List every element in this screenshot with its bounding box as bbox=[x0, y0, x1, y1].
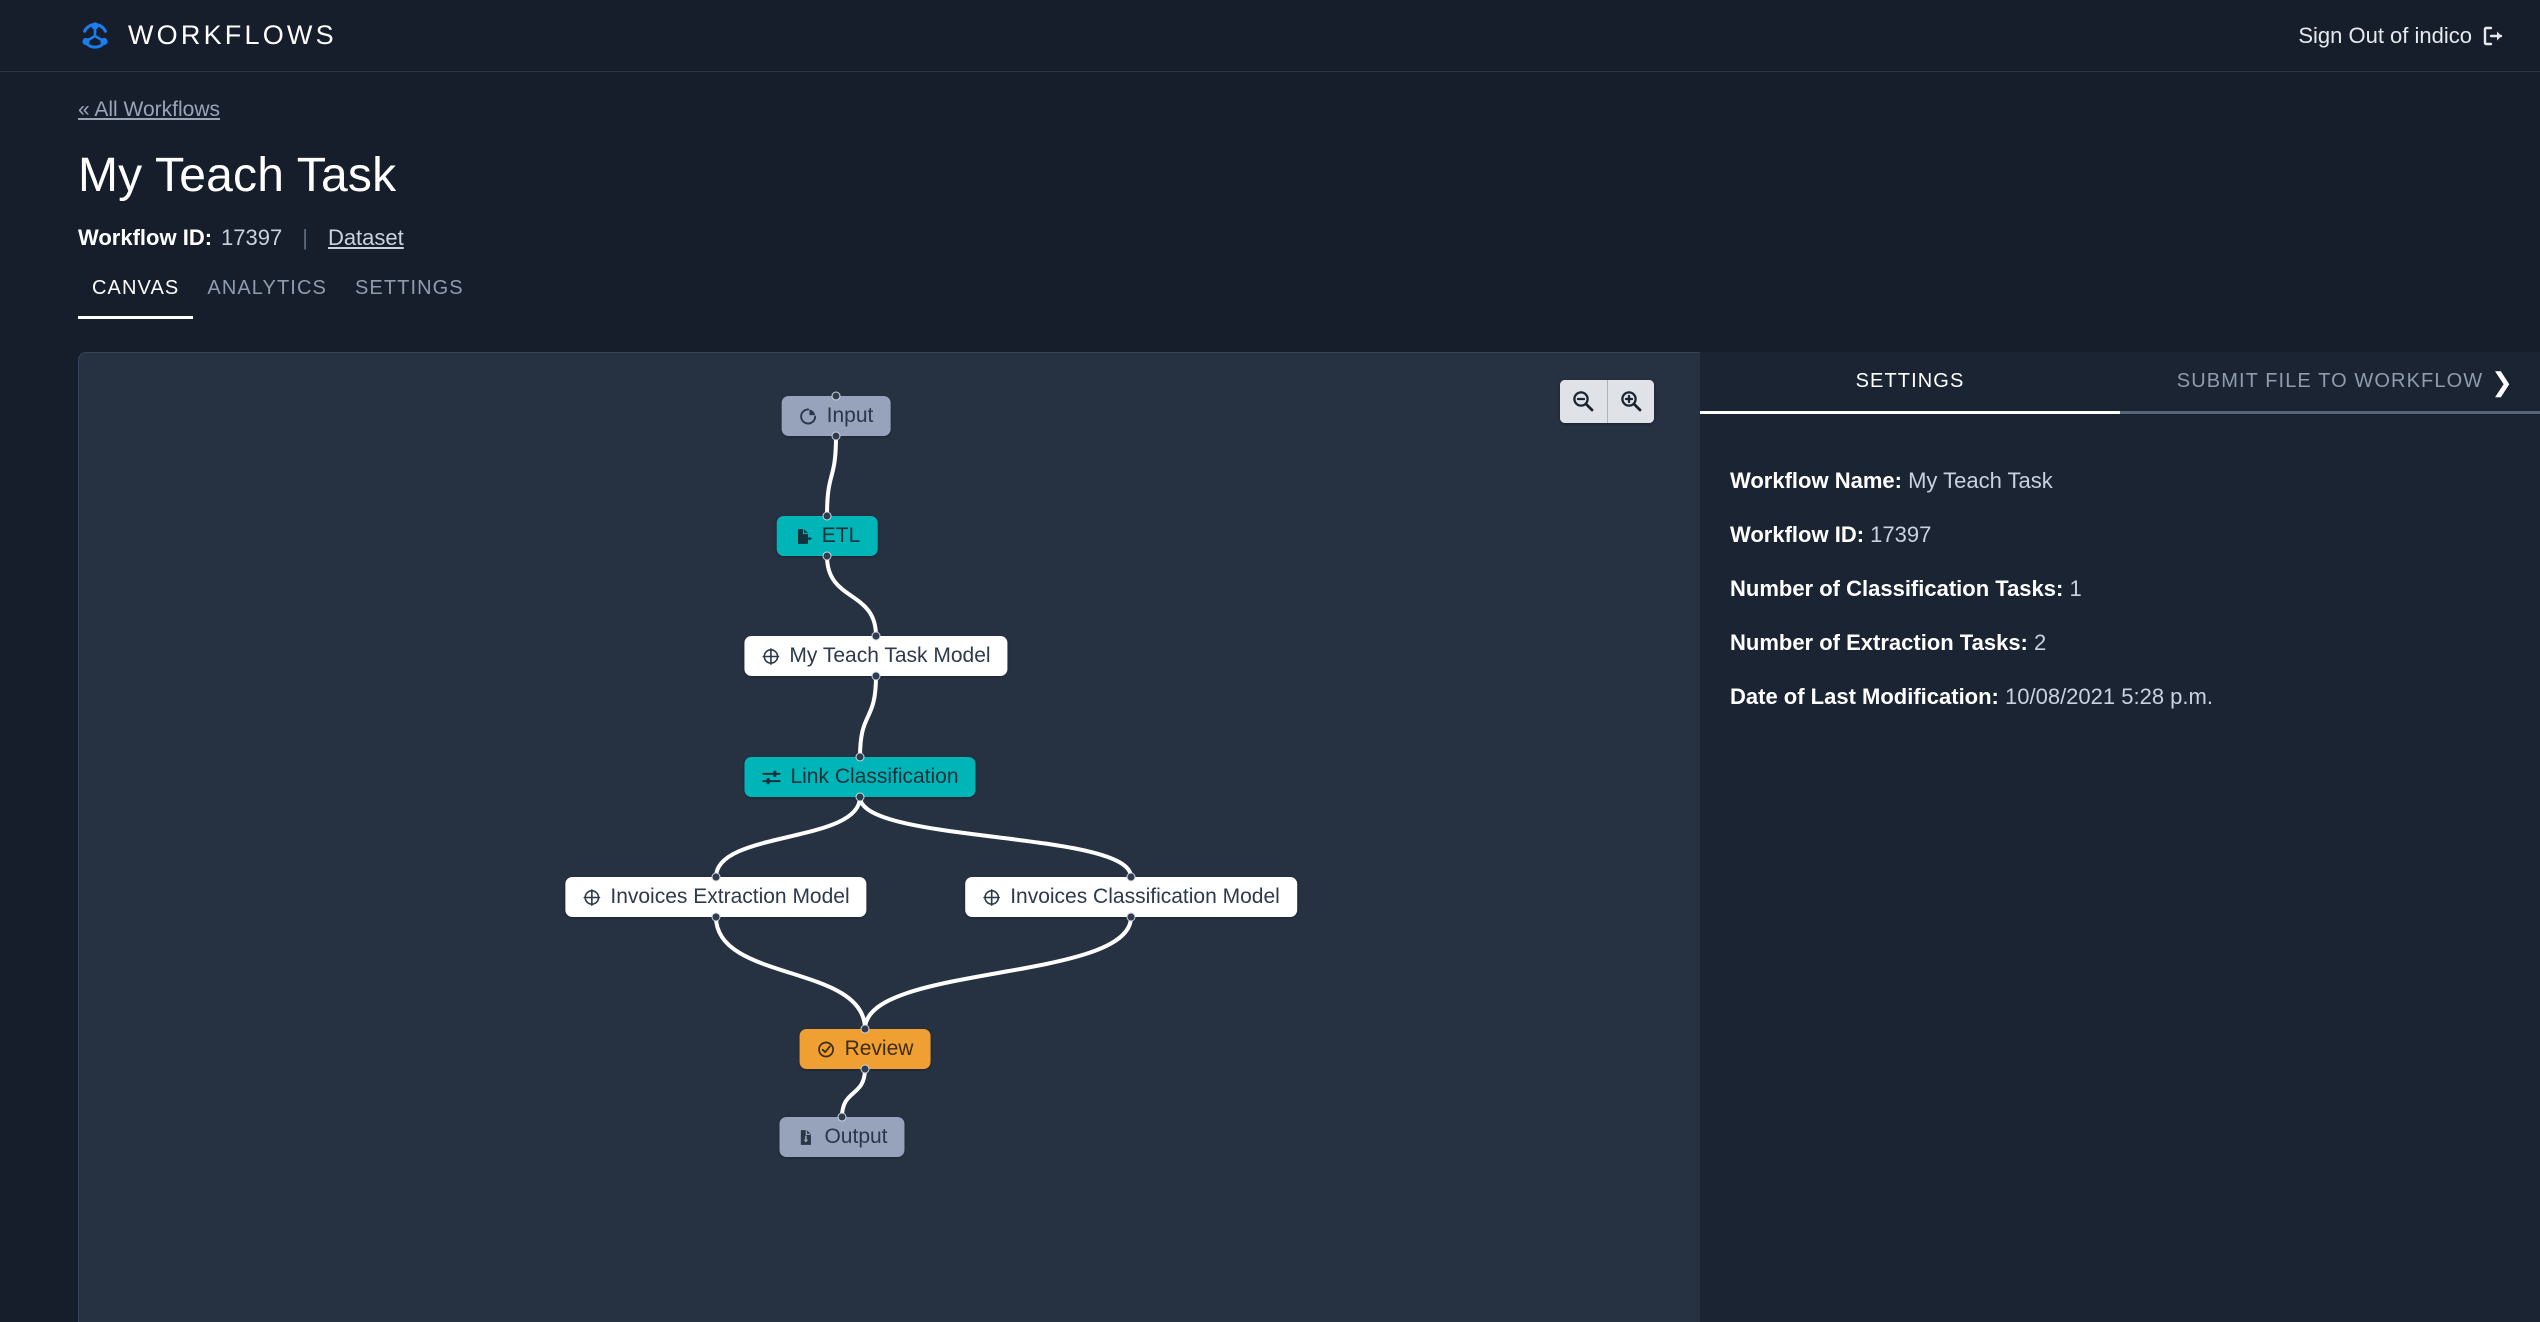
workflow-edges bbox=[714, 434, 1133, 1119]
detail-value: My Teach Task bbox=[1908, 468, 2053, 493]
node-handle-link-bot[interactable] bbox=[855, 792, 865, 802]
node-handle-classify-top[interactable] bbox=[1126, 872, 1136, 882]
workflow-edge bbox=[714, 795, 862, 879]
canvas-node-label: Invoices Classification Model bbox=[1010, 885, 1280, 908]
node-handle-etl-top[interactable] bbox=[822, 511, 832, 521]
meta-separator: | bbox=[302, 225, 308, 250]
node-handle-teach-bot[interactable] bbox=[871, 671, 881, 681]
canvas-node-label: Link Classification bbox=[790, 765, 959, 788]
zoom-in-button[interactable] bbox=[1607, 380, 1654, 423]
target-plus-icon bbox=[582, 888, 601, 907]
detail-workflow-id: Workflow ID: 17397 bbox=[1730, 522, 2540, 548]
node-handle-extraction-bot[interactable] bbox=[711, 912, 721, 922]
brand[interactable]: WORKFLOWS bbox=[78, 19, 337, 53]
node-handle-extraction-top[interactable] bbox=[711, 872, 721, 882]
node-handle-link-top[interactable] bbox=[855, 752, 865, 762]
canvas-node-label: Output bbox=[824, 1125, 888, 1148]
detail-workflow-name: Workflow Name: My Teach Task bbox=[1730, 468, 2540, 494]
sliders-icon bbox=[761, 768, 781, 787]
top-bar: WORKFLOWS Sign Out of indico bbox=[0, 0, 2540, 72]
sign-out-icon bbox=[2482, 25, 2504, 47]
detail-value: 2 bbox=[2034, 630, 2047, 655]
target-plus-icon bbox=[761, 647, 780, 666]
workflow-edge bbox=[714, 915, 867, 1031]
detail-key: Number of Classification Tasks: bbox=[1730, 576, 2064, 601]
canvas-node-etl[interactable]: ETL bbox=[776, 516, 878, 556]
canvas-node-output[interactable]: Output bbox=[779, 1117, 905, 1157]
zoom-controls bbox=[1560, 380, 1654, 423]
canvas-node-label: ETL bbox=[821, 524, 861, 547]
detail-key: Workflow ID: bbox=[1730, 522, 1865, 547]
canvas-node-extraction[interactable]: Invoices Extraction Model bbox=[565, 877, 867, 917]
detail-value: 17397 bbox=[1870, 522, 1932, 547]
sign-out-button[interactable]: Sign Out of indico bbox=[2298, 23, 2504, 49]
canvas-node-label: Input bbox=[826, 404, 874, 427]
detail-last-modification: Date of Last Modification: 10/08/2021 5:… bbox=[1730, 684, 2540, 710]
file-download-icon bbox=[796, 1128, 815, 1147]
node-handle-teach-top[interactable] bbox=[871, 631, 881, 641]
canvas-node-link[interactable]: Link Classification bbox=[744, 757, 976, 797]
tab-analytics[interactable]: ANALYTICS bbox=[207, 277, 327, 299]
canvas-node-classify[interactable]: Invoices Classification Model bbox=[965, 877, 1297, 917]
node-handle-etl-bot[interactable] bbox=[822, 551, 832, 561]
page-header: « All Workflows My Teach Task Workflow I… bbox=[0, 72, 2540, 319]
check-circle-icon bbox=[817, 1040, 836, 1059]
node-handle-input-top[interactable] bbox=[831, 391, 841, 401]
node-handle-output-top[interactable] bbox=[837, 1112, 847, 1122]
tab-canvas[interactable]: CANVAS bbox=[78, 277, 194, 319]
canvas-node-label: Invoices Extraction Model bbox=[610, 885, 850, 908]
workflow-meta: Workflow ID: 17397 | Dataset bbox=[78, 225, 2462, 251]
canvas-node-label: My Teach Task Model bbox=[789, 644, 991, 667]
workflow-edge bbox=[840, 1067, 867, 1119]
detail-classification-tasks: Number of Classification Tasks: 1 bbox=[1730, 576, 2540, 602]
detail-value: 10/08/2021 5:28 p.m. bbox=[2005, 684, 2213, 709]
brand-title: WORKFLOWS bbox=[128, 20, 337, 50]
chevron-right-icon: ❯ bbox=[2491, 366, 2514, 397]
panel-tab-submit-file-label: SUBMIT FILE TO WORKFLOW bbox=[2176, 370, 2484, 392]
workflow-id-value: 17397 bbox=[221, 225, 283, 250]
canvas-node-review[interactable]: Review bbox=[799, 1029, 931, 1069]
breadcrumb-all-workflows[interactable]: « All Workflows bbox=[78, 98, 220, 121]
zoom-out-button[interactable] bbox=[1560, 380, 1607, 423]
workflow-id-label: Workflow ID: bbox=[78, 225, 213, 250]
file-export-icon bbox=[794, 527, 813, 546]
settings-panel: SETTINGS SUBMIT FILE TO WORKFLOW ❯ Workf… bbox=[1700, 352, 2540, 1322]
workflow-edge bbox=[858, 795, 1133, 879]
detail-value: 1 bbox=[2069, 576, 2082, 601]
zoom-in-magnifier-icon bbox=[1619, 389, 1644, 414]
target-plus-icon bbox=[982, 888, 1001, 907]
canvas-node-input[interactable]: Input bbox=[781, 396, 891, 436]
pie-chart-icon bbox=[799, 407, 818, 426]
workflow-edge bbox=[825, 554, 878, 638]
node-handle-input-bot[interactable] bbox=[831, 431, 841, 441]
page-title: My Teach Task bbox=[78, 149, 397, 202]
panel-tab-settings[interactable]: SETTINGS bbox=[1700, 352, 2120, 414]
zoom-out-magnifier-icon bbox=[1571, 389, 1596, 414]
detail-key: Workflow Name: bbox=[1730, 468, 1902, 493]
detail-key: Number of Extraction Tasks: bbox=[1730, 630, 2028, 655]
node-handle-review-bot[interactable] bbox=[860, 1064, 870, 1074]
detail-extraction-tasks: Number of Extraction Tasks: 2 bbox=[1730, 630, 2540, 656]
settings-details: Workflow Name: My Teach Task Workflow ID… bbox=[1700, 414, 2540, 710]
tab-settings[interactable]: SETTINGS bbox=[354, 277, 464, 299]
panel-tab-submit-file[interactable]: SUBMIT FILE TO WORKFLOW ❯ bbox=[2120, 352, 2540, 414]
main-tabs: CANVAS ANALYTICS SETTINGS bbox=[78, 277, 2462, 319]
workflow-edge bbox=[863, 915, 1133, 1031]
node-handle-classify-bot[interactable] bbox=[1126, 912, 1136, 922]
dataset-link[interactable]: Dataset bbox=[327, 225, 404, 250]
panel-tabs: SETTINGS SUBMIT FILE TO WORKFLOW ❯ bbox=[1700, 352, 2540, 414]
detail-key: Date of Last Modification: bbox=[1730, 684, 1999, 709]
sign-out-label: Sign Out of indico bbox=[2298, 22, 2472, 48]
canvas-node-label: Review bbox=[844, 1037, 914, 1060]
node-handle-review-top[interactable] bbox=[860, 1024, 870, 1034]
indico-node-graph-logo-icon bbox=[78, 19, 112, 53]
canvas-node-teach[interactable]: My Teach Task Model bbox=[744, 636, 1008, 676]
workflow-edge bbox=[825, 434, 838, 518]
workflow-edge bbox=[858, 674, 878, 759]
